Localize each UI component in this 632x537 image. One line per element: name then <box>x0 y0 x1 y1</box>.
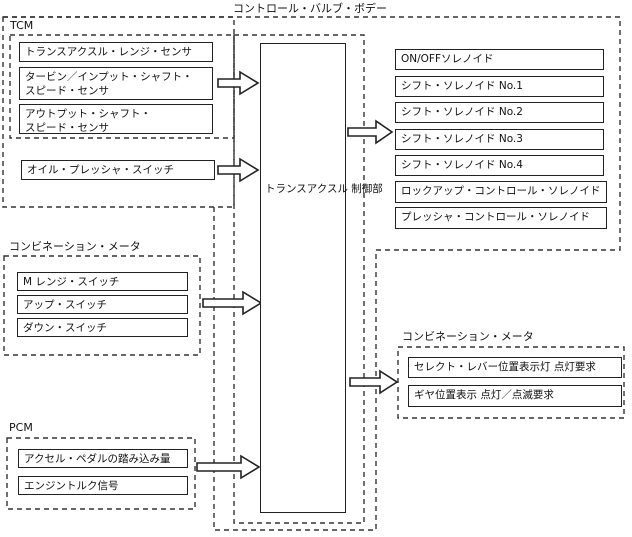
select-lever-indicator-text: セレクト・レバー位置表示灯 点灯要求 <box>414 361 596 373</box>
output-shaft-speed-sensor-text-2: スピード・センサ <box>25 122 109 134</box>
oil-pressure-switch-box: オイル・プレッシャ・スイッチ <box>21 160 215 180</box>
pressure-control-solenoid-box: プレッシャ・コントロール・ソレノイド <box>395 207 607 229</box>
shift-solenoid-1-text: シフト・ソレノイド No.1 <box>401 80 523 92</box>
transaxle-control-unit-text: トランスアクスル 制御部 <box>265 182 383 196</box>
transaxle-control-unit-text-2: 制御部 <box>351 183 383 195</box>
engine-torque-text: エンジントルク信号 <box>24 480 119 492</box>
lockup-control-solenoid-box: ロックアップ・コントロール・ソレノイド <box>395 181 607 203</box>
accel-pedal-text: アクセル・ペダルの踏み込み量 <box>24 453 171 465</box>
combination-meter-output-label: コンビネーション・メータ <box>402 330 534 343</box>
turbine-input-speed-sensor-box: タービン／インプット・シャフト・ スピード・センサ <box>19 67 213 100</box>
down-switch-box: ダウン・スイッチ <box>17 318 188 337</box>
arrow-control-unit-to-solenoids <box>347 119 394 145</box>
up-switch-box: アップ・スイッチ <box>17 295 188 314</box>
shift-solenoid-3-box: シフト・ソレノイド No.3 <box>395 129 604 150</box>
arrow-oil-switch-to-control-unit <box>217 157 260 183</box>
range-sensor-text: トランスアクスル・レンジ・センサ <box>25 46 192 58</box>
control-valve-body-outline <box>3 16 621 531</box>
lockup-control-solenoid-text: ロックアップ・コントロール・ソレノイド <box>401 185 601 197</box>
pcm-group-outline <box>6 437 196 510</box>
combination-meter-input-label: コンビネーション・メータ <box>9 240 141 253</box>
arrow-control-unit-to-meter <box>349 369 399 395</box>
gear-position-indicator-text: ギヤ位置表示 点灯／点滅要求 <box>414 389 554 401</box>
oil-pressure-switch-text: オイル・プレッシャ・スイッチ <box>27 164 174 176</box>
m-range-switch-box: M レンジ・スイッチ <box>17 272 188 291</box>
onoff-solenoid-box: ON/OFFソレノイド <box>395 49 604 70</box>
shift-solenoid-3-text: シフト・ソレノイド No.3 <box>401 133 523 145</box>
control-unit-group-outline <box>233 34 365 524</box>
tcm-sensor-group-outline <box>9 34 235 139</box>
m-range-switch-text: M レンジ・スイッチ <box>23 276 120 288</box>
arrow-meter-to-control-unit <box>202 290 263 316</box>
select-lever-indicator-box: セレクト・レバー位置表示灯 点灯要求 <box>408 357 622 378</box>
range-sensor-box: トランスアクスル・レンジ・センサ <box>19 42 213 62</box>
output-shaft-speed-sensor-text-1: アウトプット・シャフト・ <box>25 108 151 120</box>
shift-solenoid-4-text: シフト・ソレノイド No.4 <box>401 159 523 171</box>
combination-meter-input-outline <box>3 255 201 356</box>
arrow-pcm-to-control-unit <box>196 454 261 480</box>
pcm-label: PCM <box>9 421 33 434</box>
combination-meter-output-outline <box>397 346 625 419</box>
engine-torque-box: エンジントルク信号 <box>18 476 188 495</box>
turbine-input-speed-sensor-text-1: タービン／インプット・シャフト・ <box>25 71 193 83</box>
transaxle-control-unit-text-1: トランスアクスル <box>265 183 348 195</box>
gear-position-indicator-box: ギヤ位置表示 点灯／点滅要求 <box>408 385 622 407</box>
shift-solenoid-1-box: シフト・ソレノイド No.1 <box>395 76 604 97</box>
diagram-title: コントロール・バルブ・ボデー <box>233 2 387 15</box>
shift-solenoid-2-box: シフト・ソレノイド No.2 <box>395 102 604 123</box>
turbine-input-speed-sensor-text-2: スピード・センサ <box>25 85 109 97</box>
onoff-solenoid-text: ON/OFFソレノイド <box>401 53 494 65</box>
down-switch-text: ダウン・スイッチ <box>23 322 107 334</box>
output-shaft-speed-sensor-box: アウトプット・シャフト・ スピード・センサ <box>19 104 213 134</box>
tcm-label: TCM <box>10 19 34 32</box>
up-switch-text: アップ・スイッチ <box>23 299 107 311</box>
transaxle-control-unit-box: トランスアクスル 制御部 <box>260 43 383 513</box>
arrow-sensors-to-control-unit <box>217 70 260 96</box>
accel-pedal-box: アクセル・ペダルの踏み込み量 <box>18 449 188 468</box>
shift-solenoid-2-text: シフト・ソレノイド No.2 <box>401 106 523 118</box>
pressure-control-solenoid-text: プレッシャ・コントロール・ソレノイド <box>401 211 590 223</box>
shift-solenoid-4-box: シフト・ソレノイド No.4 <box>395 155 604 176</box>
